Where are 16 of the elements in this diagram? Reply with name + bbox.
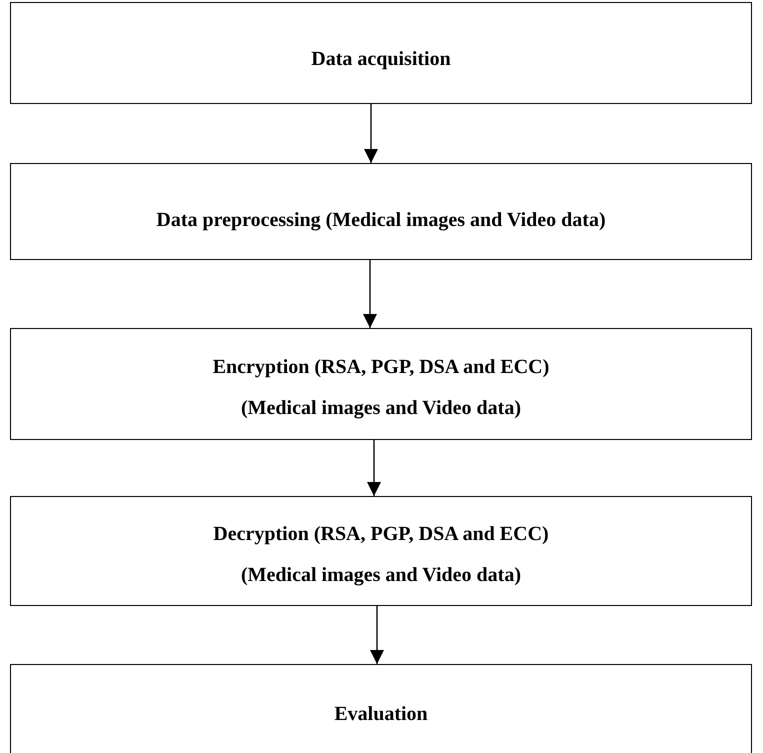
process-box [10, 496, 752, 606]
step-label: Evaluation [334, 702, 428, 726]
arrow [367, 440, 381, 496]
process-box [10, 163, 752, 260]
step-label: (Medical images and Video data) [241, 397, 521, 420]
step-label: Data preprocessing (Medical images and Video data) [156, 209, 606, 232]
arrow [363, 260, 377, 328]
process-box [10, 2, 752, 104]
arrow [370, 606, 384, 664]
step-label: Decryption (RSA, PGP, DSA and ECC) [213, 523, 549, 546]
step-label: (Medical images and Video data) [241, 564, 521, 587]
step-label: Encryption (RSA, PGP, DSA and ECC) [212, 356, 550, 379]
process-box [10, 328, 752, 440]
step-label: Data acquisition [311, 48, 451, 70]
process-box [10, 664, 752, 753]
arrow [364, 104, 378, 163]
